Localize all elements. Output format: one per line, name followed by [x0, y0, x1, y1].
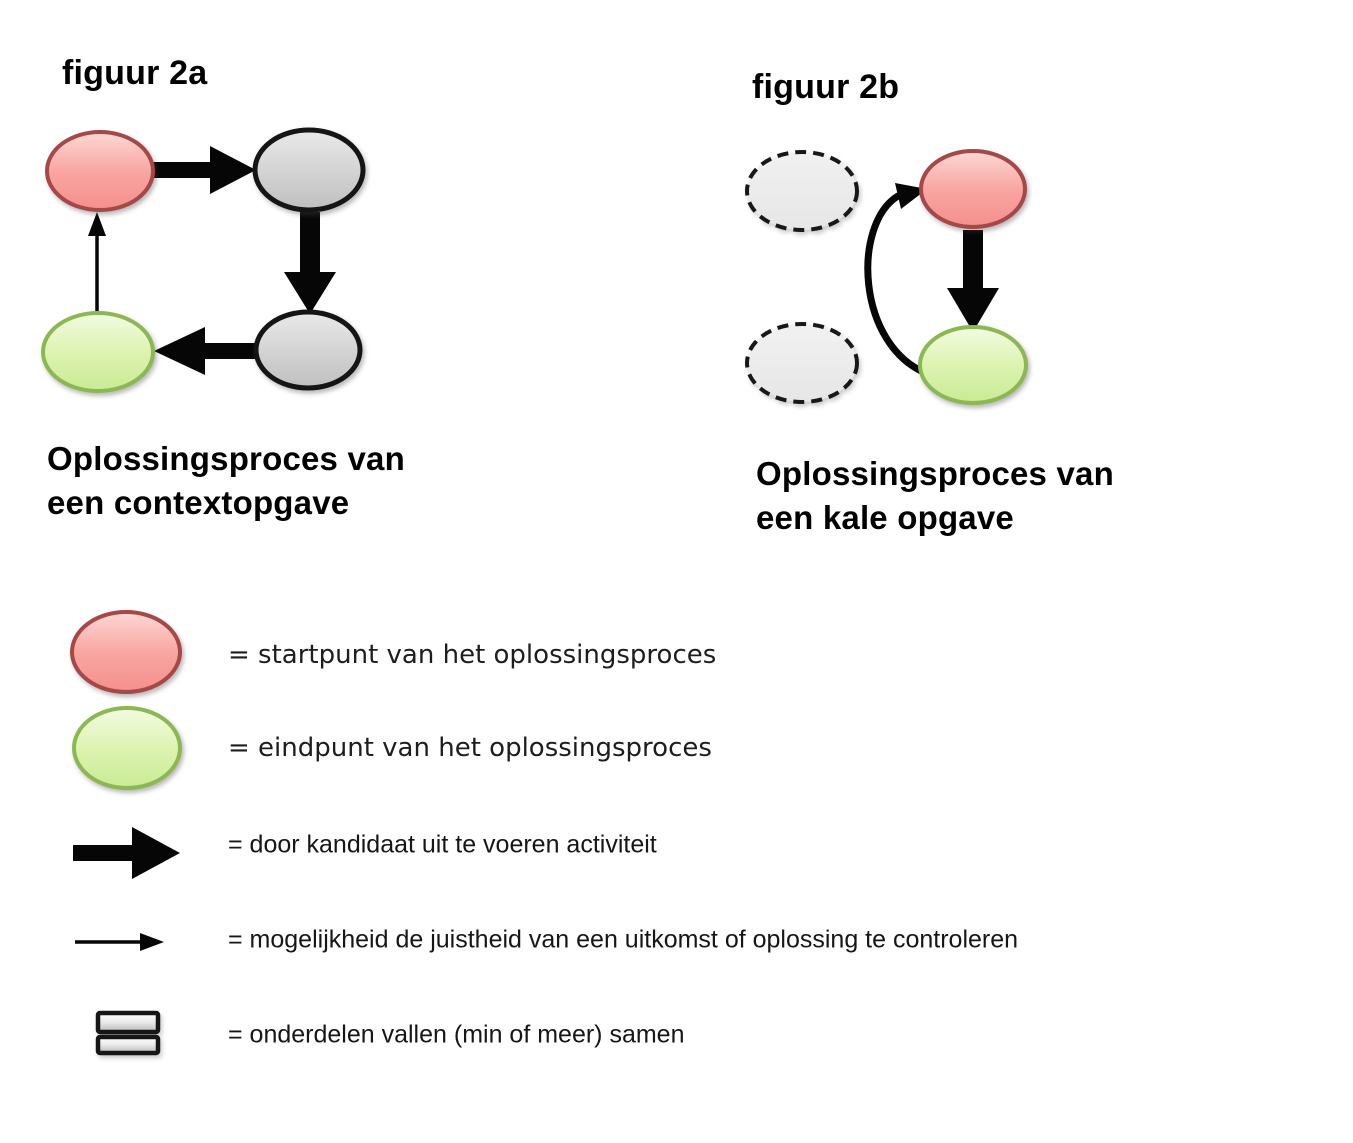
legend-label-samenvallen: = onderdelen vallen (min of meer) samen: [228, 1020, 685, 1049]
start-node-ellipse: [919, 149, 1027, 229]
thick-arrow-down: [284, 212, 336, 314]
legend-end-ellipse: [72, 706, 182, 790]
step-node-ellipse: [253, 309, 363, 391]
figure-2a-caption: Oplossingsproces van een contextopgave: [47, 440, 405, 521]
end-node-ellipse: [41, 311, 155, 393]
thick-arrow-right: [153, 146, 256, 194]
legend-label-eindpunt: = eindpunt van het oplossingsproces: [228, 733, 712, 763]
thick-arrow-down: [947, 230, 999, 332]
end-node-ellipse: [918, 325, 1028, 405]
figure-2a-diagram: [41, 127, 366, 393]
placeholder-node-ellipse: [745, 322, 859, 404]
legend-thin-arrow-head: [140, 933, 164, 951]
curved-arrow-line: [864, 192, 932, 378]
thick-arrow-left: [154, 327, 257, 375]
start-node-ellipse: [45, 130, 155, 212]
curved-arrow-head: [895, 183, 927, 209]
legend-thick-arrow-icon: [73, 827, 180, 879]
figure-2a-title: figuur 2a: [62, 54, 208, 92]
bar-top: [95, 1010, 161, 1035]
thin-arrow-head: [88, 212, 106, 236]
legend-label-startpunt: = startpunt van het oplossingsproces: [228, 640, 717, 670]
step-node-ellipse: [252, 127, 366, 213]
legend-label-controleren: = mogelijkheid de juistheid van een uitk…: [228, 925, 1019, 954]
figure-2b-caption: Oplossingsproces van een kale opgave: [756, 455, 1114, 536]
legend-label-activiteit: = door kandidaat uit te voeren activitei…: [228, 830, 657, 859]
figure-2b-title: figuur 2b: [752, 68, 900, 106]
legend-start-ellipse: [70, 610, 182, 694]
figure-2b-diagram: [745, 149, 1028, 405]
bar-bottom: [95, 1034, 161, 1056]
legend-symbols: [70, 610, 182, 1056]
legend-stacked-bars-icon: [95, 1010, 161, 1056]
placeholder-node-ellipse: [745, 150, 859, 232]
